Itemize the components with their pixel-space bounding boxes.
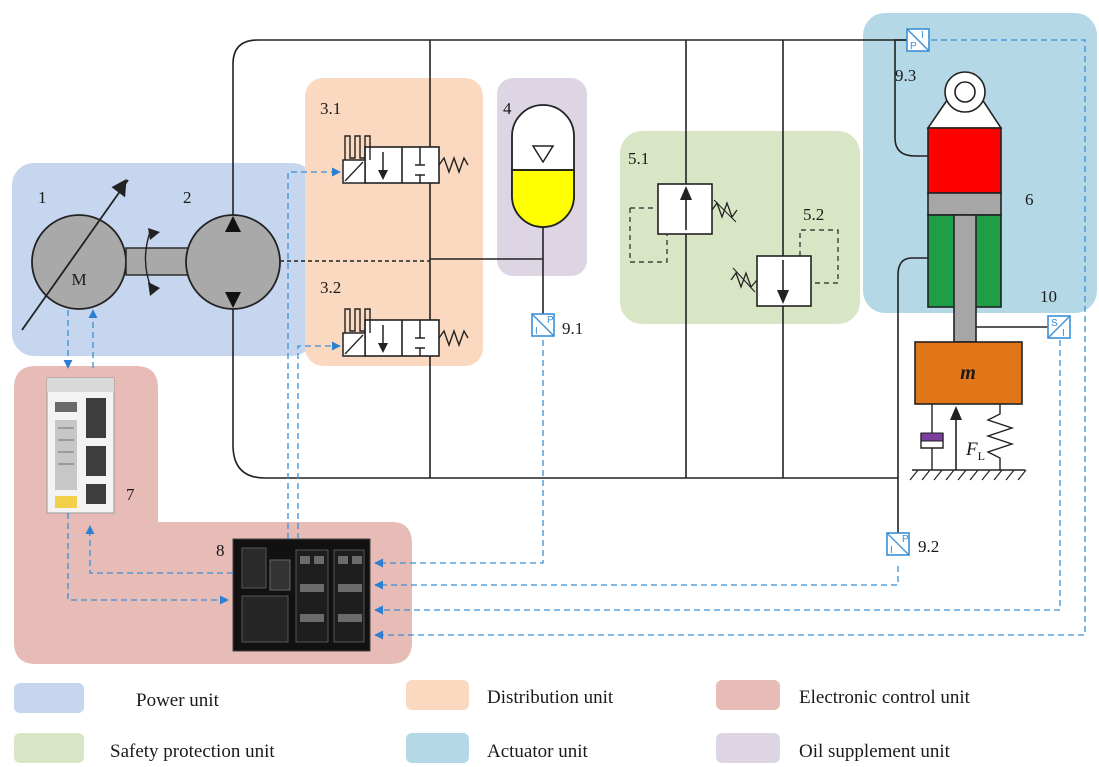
hydraulic-cylinder: [926, 71, 1003, 343]
pressure-sensor-1: P I: [531, 313, 555, 337]
svg-text:I: I: [535, 326, 538, 337]
legend-label-oil: Oil supplement unit: [799, 741, 951, 762]
valve-bottom-id-label: 3.2: [320, 278, 341, 297]
relief-valve-a: [629, 183, 738, 263]
relief-valve-a-id-label: 5.1: [628, 149, 649, 168]
load-mass-symbol: m: [960, 362, 976, 384]
legend-swatch-distribution: [406, 680, 469, 710]
safety-protection-unit-panel: [620, 131, 860, 324]
accumulator: [511, 104, 575, 228]
valve-top-id-label: 3.1: [320, 99, 341, 118]
svg-text:S: S: [1051, 318, 1058, 329]
displacement-sensor-id-label: 10: [1040, 287, 1057, 306]
legend: Power unit Distribution unit Electronic …: [14, 680, 971, 763]
legend-swatch-safety: [14, 733, 84, 763]
svg-text:I: I: [921, 30, 924, 41]
signal-lines: [63, 39, 1086, 640]
hydraulic-line-cap: [894, 39, 928, 157]
hydraulic-line-bottom: [232, 287, 899, 552]
pump-id-label: 2: [183, 188, 192, 207]
svg-text:I: I: [890, 545, 893, 556]
pressure-sensor-3: I P: [906, 28, 930, 52]
load-force-symbol: FL: [965, 439, 985, 463]
pressure-sensor-3-id-label: 9.3: [895, 66, 916, 85]
load-force-subscript: L: [978, 449, 985, 463]
controller: [232, 538, 371, 652]
solenoid-valve-bottom: [342, 308, 469, 357]
legend-label-safety: Safety protection unit: [110, 741, 275, 762]
legend-swatch-power: [14, 683, 84, 713]
accumulator-id-label: 4: [503, 99, 512, 118]
coupling-shaft: [125, 247, 189, 276]
svg-text:I: I: [1062, 328, 1065, 339]
controller-id-label: 8: [216, 541, 225, 560]
servo-driver: [46, 377, 115, 514]
pump: [185, 214, 281, 310]
relief-valve-b: [730, 229, 839, 307]
svg-text:P: P: [910, 41, 917, 52]
legend-label-power: Power unit: [136, 690, 220, 711]
hydraulic-line-top: [232, 39, 918, 237]
legend-swatch-actuator: [406, 733, 469, 763]
cylinder-id-label: 6: [1025, 190, 1034, 209]
pressure-sensor-2-id-label: 9.2: [918, 537, 939, 556]
pressure-sensor-1-id-label: 9.1: [562, 319, 583, 338]
motor-id-label: 1: [38, 188, 47, 207]
displacement-sensor: S I: [1047, 315, 1071, 339]
svg-text:P: P: [902, 534, 909, 545]
load-support: [909, 404, 1027, 481]
legend-label-electronic: Electronic control unit: [799, 687, 971, 708]
servo-driver-id-label: 7: [126, 485, 135, 504]
pressure-sensor-2: P I: [886, 532, 910, 556]
motor: M: [21, 178, 129, 331]
hydraulic-line-rod: [897, 257, 928, 478]
legend-swatch-oil: [716, 733, 780, 763]
relief-valve-b-id-label: 5.2: [803, 205, 824, 224]
svg-text:P: P: [547, 315, 554, 326]
legend-swatch-electronic: [716, 680, 780, 710]
legend-label-distribution: Distribution unit: [487, 687, 614, 708]
legend-label-actuator: Actuator unit: [487, 741, 589, 762]
motor-symbol: M: [71, 270, 86, 289]
solenoid-valve-top: [342, 135, 469, 184]
load-mass: [914, 341, 1023, 405]
